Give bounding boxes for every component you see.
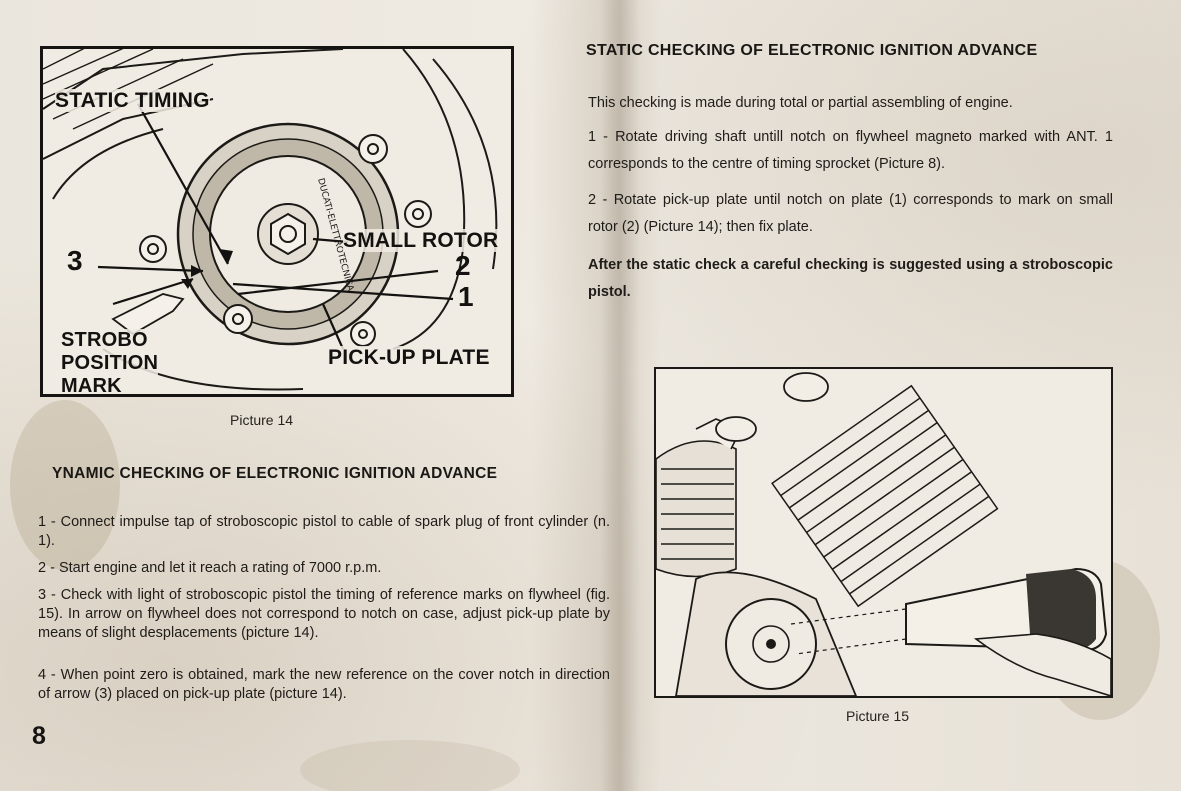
pickup-plate-label: PICK-UP PLATE bbox=[328, 346, 490, 369]
strobo-label-line2: POSITION bbox=[61, 352, 159, 374]
static-step-2: 2 - Rotate pick-up plate until notch on … bbox=[588, 192, 1113, 235]
picture-15-caption: Picture 15 bbox=[846, 708, 910, 724]
book-gutter bbox=[600, 0, 640, 791]
dynamic-step-1: 1 - Connect impulse tap of stroboscopic … bbox=[38, 514, 610, 549]
small-rotor-label: SMALL ROTOR bbox=[343, 229, 499, 252]
strobo-label-line3: MARK bbox=[61, 375, 122, 397]
dynamic-step-3: 3 - Check with light of stroboscopic pis… bbox=[38, 587, 610, 641]
callout-number-2: 2 bbox=[455, 250, 471, 281]
static-step-1: 1 - Rotate driving shaft untill notch on… bbox=[588, 129, 1113, 172]
static-recommendation: After the static check a careful checkin… bbox=[588, 257, 1113, 300]
picture-15-illustration bbox=[654, 367, 1113, 698]
paper-stain bbox=[10, 400, 120, 570]
dynamic-step-2: 2 - Start engine and let it reach a rati… bbox=[38, 560, 382, 576]
page-number: 8 bbox=[32, 722, 46, 750]
picture-14-caption: Picture 14 bbox=[230, 412, 294, 428]
picture-14-diagram: DUCATI-ELETTROTECNICA STATIC TIMING SMAL… bbox=[40, 46, 514, 397]
dynamic-step-4: 4 - When point zero is obtained, mark th… bbox=[38, 667, 610, 702]
strobo-position-mark-label: STROBO POSITION MARK bbox=[61, 329, 159, 397]
static-intro: This checking is made during total or pa… bbox=[588, 95, 1013, 111]
static-timing-label: STATIC TIMING bbox=[55, 89, 210, 112]
callout-number-3: 3 bbox=[67, 245, 83, 276]
dynamic-checking-heading: YNAMIC CHECKING OF ELECTRONIC IGNITION A… bbox=[52, 465, 498, 482]
callout-number-1: 1 bbox=[458, 281, 474, 312]
strobo-label-line1: STROBO bbox=[61, 329, 148, 351]
paper-stain bbox=[300, 740, 520, 791]
static-checking-heading: STATIC CHECKING OF ELECTRONIC IGNITION A… bbox=[586, 42, 1038, 59]
engine-strobe-drawing bbox=[656, 372, 1111, 696]
